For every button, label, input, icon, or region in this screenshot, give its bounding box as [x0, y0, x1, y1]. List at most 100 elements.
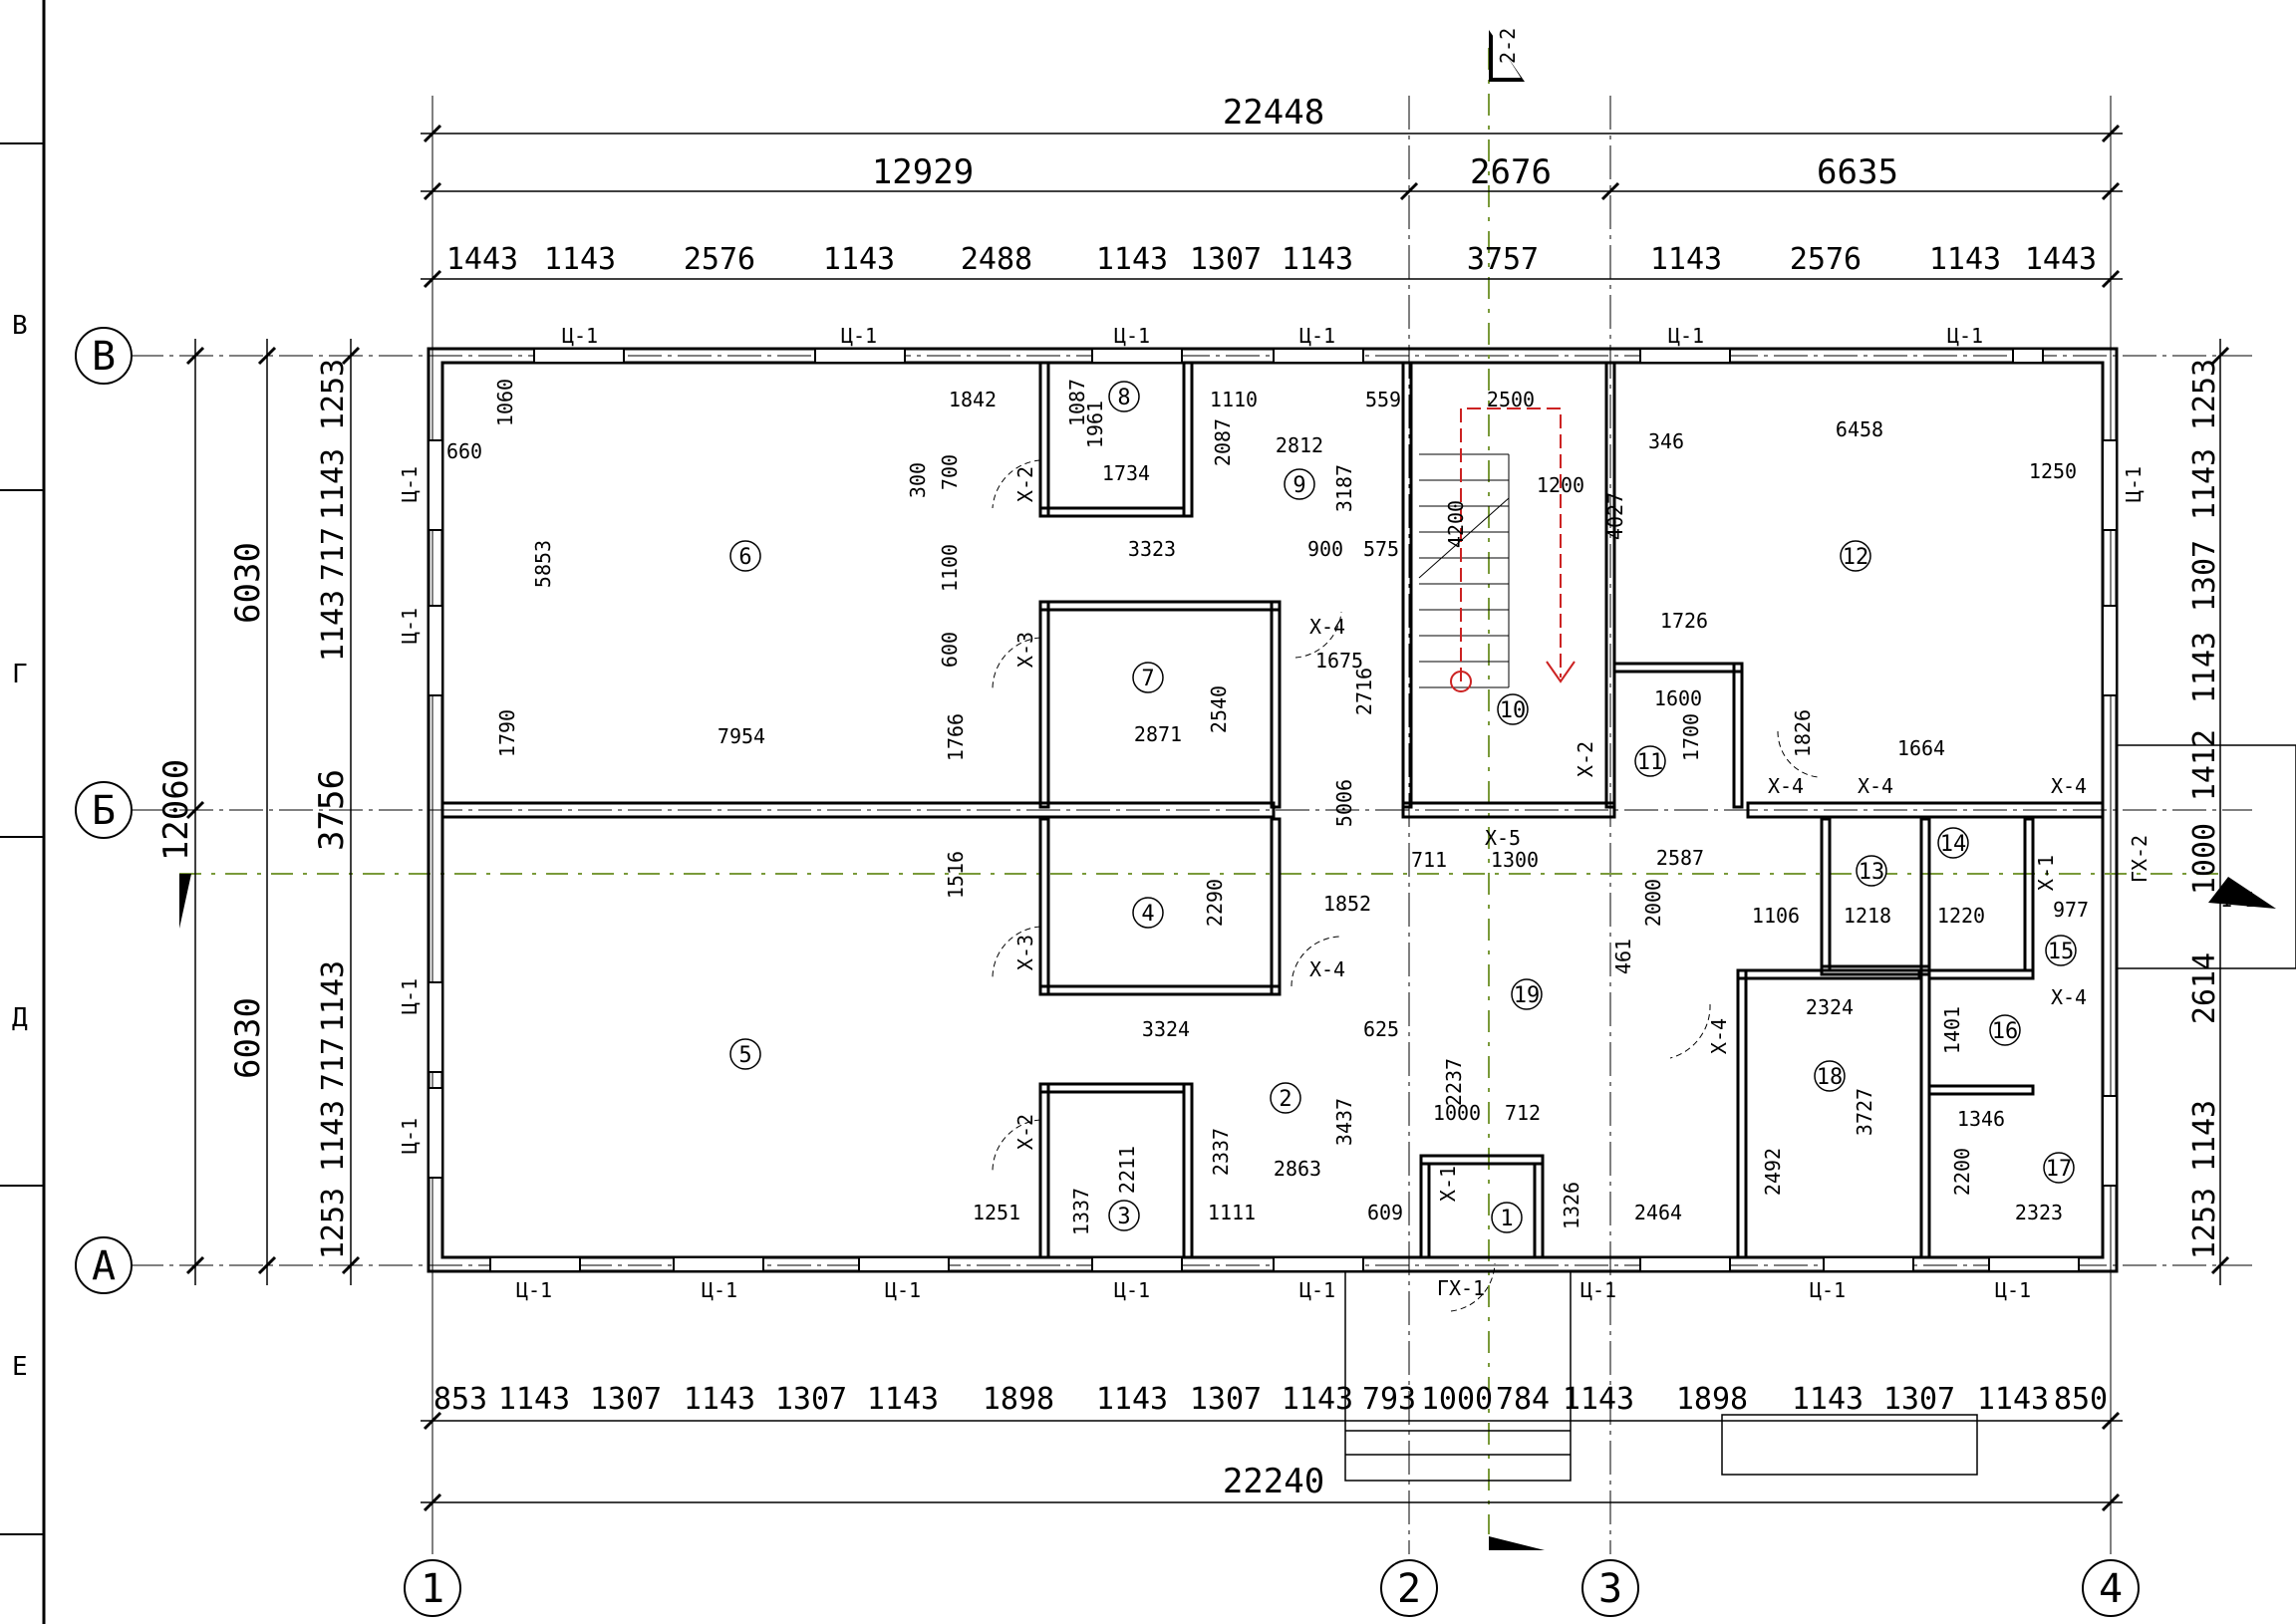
dim-segment: 2676 [1470, 152, 1552, 192]
interior-dim: 1726 [1660, 609, 1708, 633]
interior-dim: 2500 [1487, 388, 1535, 411]
room-number: 1 [1500, 1207, 1513, 1231]
stair-path [1450, 407, 1576, 692]
axis-label-column: 2 [1397, 1566, 1421, 1612]
room-number: 18 [1817, 1065, 1844, 1090]
dim-chain-top: 1143 [823, 242, 895, 277]
interior-dim: 2000 [1641, 879, 1665, 927]
door-tag: Х-4 [1707, 1018, 1731, 1054]
dim-half-left: 6030 [228, 997, 268, 1079]
door-tag: ГХ-1 [1437, 1276, 1485, 1300]
dim-chain-top: 2576 [1790, 242, 1862, 277]
dim-chain-right: 1143 [2187, 448, 2222, 520]
interior-dim: 5006 [1332, 779, 1356, 827]
interior-dim: 1218 [1844, 904, 1891, 928]
interior-dim: 1664 [1897, 736, 1945, 760]
dims-top: 22448 12929 2676 6635 1443 1143 2576 114… [446, 93, 2097, 277]
interior-dim: 600 [938, 632, 962, 668]
dim-chain-bottom: 1143 [1977, 1382, 2049, 1417]
dim-chain-top: 1143 [1650, 242, 1722, 277]
interior-dim: 3324 [1142, 1017, 1190, 1041]
dimension-lines [194, 133, 2221, 1503]
interior-dim: 2211 [1115, 1146, 1139, 1194]
dim-chain-left: 1143 [316, 960, 351, 1032]
axis-label-column: 1 [421, 1566, 444, 1612]
interior-dim: 1087 [1065, 379, 1089, 426]
sheet-zones: В Г Д Е [12, 311, 28, 1382]
interior-dim: 2812 [1276, 433, 1323, 457]
dims-left: 12060 6030 6030 3756 1253 1143 717 1143 … [156, 359, 352, 1259]
door-tag: Х-1 [2034, 855, 2058, 891]
window-tag: Ц-1 [841, 324, 877, 348]
interior-dim: 3323 [1128, 537, 1176, 561]
interior-dim: 2716 [1352, 668, 1376, 715]
window-tag: Ц-1 [398, 1118, 422, 1154]
window-tag: Ц-1 [2122, 466, 2146, 502]
dim-chain-right: 1143 [2187, 1100, 2222, 1172]
door-tag: Х-1 [1436, 1166, 1460, 1202]
interior-dim: 2237 [1442, 1058, 1466, 1106]
interior-dim: 2863 [1274, 1157, 1321, 1181]
dim-chain-left: 1143 [316, 590, 351, 662]
section-mark-label: 2-2 [1496, 28, 1520, 64]
dimension-ticks [185, 124, 2230, 1512]
dim-chain-right: 1253 [2187, 1188, 2222, 1259]
window-tag: Ц-1 [1810, 1278, 1846, 1302]
window-openings [428, 348, 2118, 1272]
interior-dim: 461 [1611, 939, 1635, 974]
door-tag: Х-4 [1858, 774, 1893, 798]
dim-chain-left: 1253 [316, 359, 351, 430]
sheet-frame [0, 0, 46, 1624]
room-number: 15 [2048, 940, 2075, 964]
room-number: 19 [1514, 983, 1541, 1008]
door-tag: Х-4 [1309, 615, 1345, 639]
dims-right: 1253 1143 1307 1143 1412 1000 2614 1143 … [2187, 359, 2222, 1259]
dim-chain-top: 1143 [1929, 242, 2001, 277]
door-tag: Х-4 [2051, 774, 2087, 798]
dim-half-left: 6030 [228, 542, 268, 624]
window-tag: Ц-1 [1995, 1278, 2031, 1302]
section-mark-label: 1-1 [2220, 888, 2256, 912]
grid-axis-bubbles [75, 327, 2140, 1617]
interior-dim: 575 [1363, 537, 1399, 561]
dim-chain-bottom: 1143 [498, 1382, 570, 1417]
window-tag: Ц-1 [885, 1278, 921, 1302]
dim-overall-top: 22448 [1223, 93, 1324, 133]
interior-dim: 1516 [944, 851, 968, 899]
dim-chain-top: 1443 [446, 242, 518, 277]
door-tags: Х-2 Х-3 Х-4 Х-2 Х-4 Х-4 Х-4 Х-5 Х-1 Х-4 … [1013, 466, 2152, 1300]
room-number: 10 [1500, 698, 1527, 723]
interior-dim: 1251 [973, 1201, 1020, 1224]
room-number: 2 [1279, 1087, 1292, 1112]
interior-dim: 1961 [1083, 401, 1107, 448]
interior-dim: 2087 [1211, 418, 1235, 466]
interior-dim: 712 [1505, 1101, 1541, 1125]
interior-dim: 1700 [1679, 713, 1703, 761]
window-tags: Ц-1 Ц-1 Ц-1 Ц-1 Ц-1 Ц-1 Ц-1 Ц-1 Ц-1 Ц-1 … [398, 324, 2146, 1302]
window-tag: Ц-1 [1114, 324, 1150, 348]
dim-chain-top: 2576 [684, 242, 755, 277]
door-tag: Х-4 [1768, 774, 1804, 798]
dim-middle-left: 3756 [312, 769, 352, 851]
dim-chain-bottom: 1143 [1282, 1382, 1353, 1417]
dim-chain-bottom: 1143 [1563, 1382, 1634, 1417]
window-tag: Ц-1 [1114, 1278, 1150, 1302]
sheet-zone-label: Д [12, 1003, 28, 1033]
grid-axis-labels: 1 2 3 4 В Б A [92, 334, 2123, 1612]
interior-dim: 1852 [1323, 892, 1371, 916]
interior-dim: 3187 [1332, 464, 1356, 512]
interior-dim: 1826 [1791, 709, 1815, 757]
interior-dim: 609 [1367, 1201, 1403, 1224]
dim-chain-right: 1412 [2187, 729, 2222, 801]
interior-dim: 1220 [1937, 904, 1985, 928]
dim-chain-left: 717 [316, 527, 351, 581]
dim-chain-top: 1307 [1190, 242, 1262, 277]
room-number: 4 [1141, 902, 1154, 927]
section-marker-1-1: 1-1 [179, 874, 2276, 929]
dim-segment: 12929 [872, 152, 974, 192]
door-tag: Х-3 [1013, 632, 1037, 668]
interior-dim: 1100 [938, 544, 962, 592]
dims-bottom: 853 1143 1307 1143 1307 1143 1898 1143 1… [433, 1382, 2108, 1501]
room-number: 9 [1292, 473, 1305, 498]
interior-dim: 1250 [2029, 459, 2077, 483]
